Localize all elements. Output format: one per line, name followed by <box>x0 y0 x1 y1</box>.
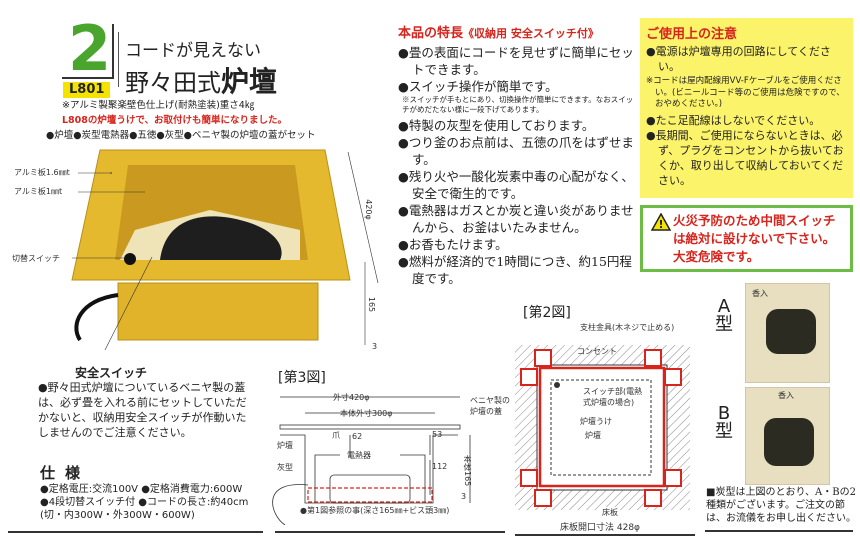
divider <box>705 530 853 532</box>
caution-item: ●電源は炉壇専用の回路にしてください。 <box>646 45 831 73</box>
fig3-note: ●第1図参照の事(深さ165㎜+ビス頭3㎜) <box>300 506 450 515</box>
type-b-photo: 香入 <box>745 387 830 485</box>
fig3-lid: ベニヤ製の炉壇の蓋 <box>470 396 510 416</box>
divider <box>515 534 695 536</box>
fig3-body-outer: 本体外寸300φ <box>340 409 393 418</box>
fig3-53: 53 <box>432 430 443 439</box>
label-switch: 切替スイッチ <box>12 254 60 263</box>
fig3-title: [第3図] <box>278 370 326 386</box>
title-prefix: 野々田式 <box>125 69 221 97</box>
caution-item: ●たこ足配線はしないでください。 <box>646 113 821 127</box>
safety-switch-text: ●野々田式炉壇についているベニヤ製の蓋は、必ず畳を入れる前にセットしていただかな… <box>38 381 247 439</box>
fig3-heater: 電熱器 <box>347 451 371 460</box>
fig3-ash: 灰型 <box>277 463 293 472</box>
types-note: ■炭型は上図のとおり、A・Bの2種類がございます。ご注文の節は、お流儀をお申し出… <box>706 487 856 524</box>
specs-list: ●定格電圧:交流100V ●定格消費電力:600W ●4段切替スイッチ付 ●コー… <box>40 483 248 522</box>
fig3-claw: 爪 <box>332 431 340 440</box>
incense-label: 香入 <box>752 289 768 298</box>
divider <box>118 32 119 87</box>
subtitle: コードが見えない <box>125 41 261 61</box>
svg-text:!: ! <box>658 218 663 231</box>
caution-note: ※コードは屋内配線用VV-Fケーブルをご使用ください。(ビニールコード等のご使用… <box>646 76 845 109</box>
feature-item: ●電熱器はガスとか炭と違い炎がありませんから、お釜はいたみません。 <box>398 203 634 235</box>
feature-item: ●特製の灰型を使用しております。 <box>398 118 595 133</box>
caution-box: ご使用上の注意 ●電源は炉壇専用の回路にしてください。 ※コードは屋内配線用VV… <box>640 18 853 198</box>
fig3-body165: 本体165 <box>463 455 472 487</box>
fig2-receiver: 炉壇うけ <box>580 416 612 427</box>
material-note: ※アルミ製聚楽壁色仕上げ(耐熱塗装)重さ4㎏ <box>62 100 255 111</box>
set-contents: ●炉壇●炭型電熱器●五徳●灰型●ベニヤ製の炉壇の蓋がセット <box>46 130 316 141</box>
warning-triangle-icon: ! <box>651 213 671 231</box>
feature-item: ●畳の表面にコードを見せずに簡単にセットできます。 <box>398 45 634 77</box>
incense-label: 香入 <box>778 391 794 400</box>
title-main: 炉壇 <box>221 65 278 98</box>
product-body <box>117 282 319 341</box>
fig2-outlet: コンセント <box>577 347 617 356</box>
type-a-photo: 香入 <box>745 283 830 383</box>
fig3-outer: 外寸420φ <box>333 393 370 402</box>
fig2-rodan: 炉壇 <box>585 430 601 441</box>
divider <box>62 77 114 79</box>
feature-item: ●スイッチ操作が簡単です。 <box>398 79 558 94</box>
label-aluminum-1-6: アルミ板1.6㎜t <box>14 168 70 177</box>
fig2-diagram <box>515 345 690 510</box>
spec-line: (切・内300W・外300W・600W) <box>40 510 195 521</box>
dim-420: 420φ <box>363 199 373 220</box>
page-title: 野々田式炉壇 <box>125 60 277 100</box>
fig2-switch: スイッチ部(電熱式炉壇の場合) <box>583 386 643 408</box>
dimension-line <box>347 151 379 284</box>
model-number: 2 <box>68 12 112 85</box>
divider <box>8 531 263 533</box>
feature-item: ●残り火や一酸化炭素中毒の心配がなく、安全で衛生的です。 <box>398 169 634 201</box>
product-illustration <box>71 149 379 350</box>
type-b-label: B型 <box>715 403 733 442</box>
heater <box>160 216 282 260</box>
spec-line: ●定格電圧:交流100V ●定格消費電力:600W <box>40 484 243 495</box>
features-section: 本品の特長《収納用 安全スイッチ付》 ●畳の表面にコードを見せずに簡単にセットで… <box>398 22 638 287</box>
safety-switch-title: 安全スイッチ <box>75 366 148 380</box>
fig2-floor: 床板 <box>602 507 618 518</box>
fig3-62: 62 <box>352 432 363 441</box>
fig3-diagram <box>272 396 471 525</box>
caution-item: ●長期間、ご使用にならないときは、必ず、プラグをコンセントから抜いておくか、取り… <box>646 128 844 187</box>
divider <box>275 531 505 533</box>
type-a-label: A型 <box>715 296 733 335</box>
label-aluminum-1: アルミ板1㎜t <box>14 187 63 196</box>
feature-note: ※スイッチが手もとにあり、切換操作が簡単にできます。なおスイッチがめだたない様に… <box>402 95 634 114</box>
fire-warning-text: 火災予防のため中間スイッチは絶対に設けないで下さい。大変危険です。 <box>673 213 836 264</box>
ash-mold-outline <box>307 487 433 503</box>
fig2-title: [第2図] <box>523 305 571 321</box>
spec-line: ●4段切替スイッチ付 ●コードの長さ:約40cm <box>40 497 249 508</box>
install-note: L808の炉壇うけで、お取付けも簡単になりました。 <box>62 115 288 126</box>
features-title: 本品の特長《収納用 安全スイッチ付》 <box>398 26 599 41</box>
divider <box>112 24 114 79</box>
fig3-3: 3 <box>461 492 467 501</box>
model-code-badge: L801 <box>63 82 111 98</box>
fig2-bracket: 支柱金具(木ネジで止める) <box>580 323 675 332</box>
fire-warning-box: ! 火災予防のため中間スイッチは絶対に設けないで下さい。大変危険です。 <box>640 205 853 272</box>
feature-item: ●つり釜のお点前は、五徳の爪をはずせます。 <box>398 135 634 167</box>
switch-knob <box>124 253 136 265</box>
dim-3: 3 <box>372 342 378 351</box>
caution-title: ご使用上の注意 <box>646 27 738 42</box>
power-cord <box>74 293 119 342</box>
specs-title: 仕様 <box>40 464 91 482</box>
dim-165: 165 <box>367 296 377 313</box>
fig3-rodan: 炉壇 <box>277 441 293 450</box>
feature-item: ●燃料が経済的で1時間につき、約15円程度です。 <box>398 254 632 286</box>
fig3-112: 112 <box>432 462 448 471</box>
fig2-opening: 床板開口寸法 428φ <box>560 520 640 533</box>
feature-item: ●お香もたけます。 <box>398 237 508 252</box>
